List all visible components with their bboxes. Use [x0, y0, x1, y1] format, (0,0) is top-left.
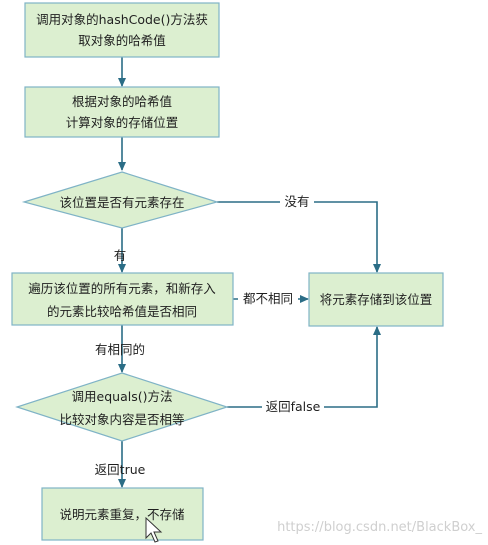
node-call-equals-line2: 比较对象内容是否相等	[59, 412, 184, 427]
edge-equals-false-to-store	[227, 326, 381, 408]
node-get-hash: 调用对象的hashCode()方法获 取对象的哈希值	[24, 2, 220, 58]
node-store: 将元素存储到该位置	[308, 272, 444, 327]
edge-label-all-different: 都不相同	[243, 291, 293, 306]
node-has-element: 该位置是否有元素存在	[21, 171, 220, 229]
node-duplicate-text: 说明元素重复，不存储	[59, 507, 184, 522]
node-compare-hash-line2: 的元素比较哈希值是否相同	[47, 304, 197, 319]
node-compare-hash: 遍历该位置的所有元素，和新存入 的元素比较哈希值是否相同	[11, 272, 234, 326]
node-call-equals-line1: 调用equals()方法	[72, 389, 173, 404]
edge-label-has-same: 有相同的	[95, 342, 145, 357]
edge-label-yes: 有	[114, 248, 127, 263]
node-calc-position-line1: 根据对象的哈希值	[72, 94, 172, 109]
edge-check-no-to-store	[217, 201, 381, 273]
node-get-hash-line2: 取对象的哈希值	[78, 33, 166, 48]
watermark-text: https://blog.csdn.net/BlackBox_	[277, 520, 482, 535]
node-compare-hash-line1: 遍历该位置的所有元素，和新存入	[28, 281, 216, 296]
mouse-cursor-icon	[145, 516, 163, 543]
node-store-text: 将元素存储到该位置	[320, 292, 433, 307]
node-duplicate: 说明元素重复，不存储	[41, 487, 204, 541]
edge-label-no: 没有	[284, 194, 309, 209]
node-calc-position: 根据对象的哈希值 计算对象的存储位置	[24, 86, 220, 138]
node-call-equals: 调用equals()方法 比较对象内容是否相等	[15, 372, 229, 442]
node-calc-position-line2: 计算对象的存储位置	[66, 115, 179, 130]
edge-label-returns-false: 返回false	[266, 399, 321, 414]
node-get-hash-line1: 调用对象的hashCode()方法获	[36, 12, 208, 27]
edge-label-returns-true: 返回true	[95, 462, 146, 477]
node-has-element-text: 该位置是否有元素存在	[59, 195, 184, 210]
